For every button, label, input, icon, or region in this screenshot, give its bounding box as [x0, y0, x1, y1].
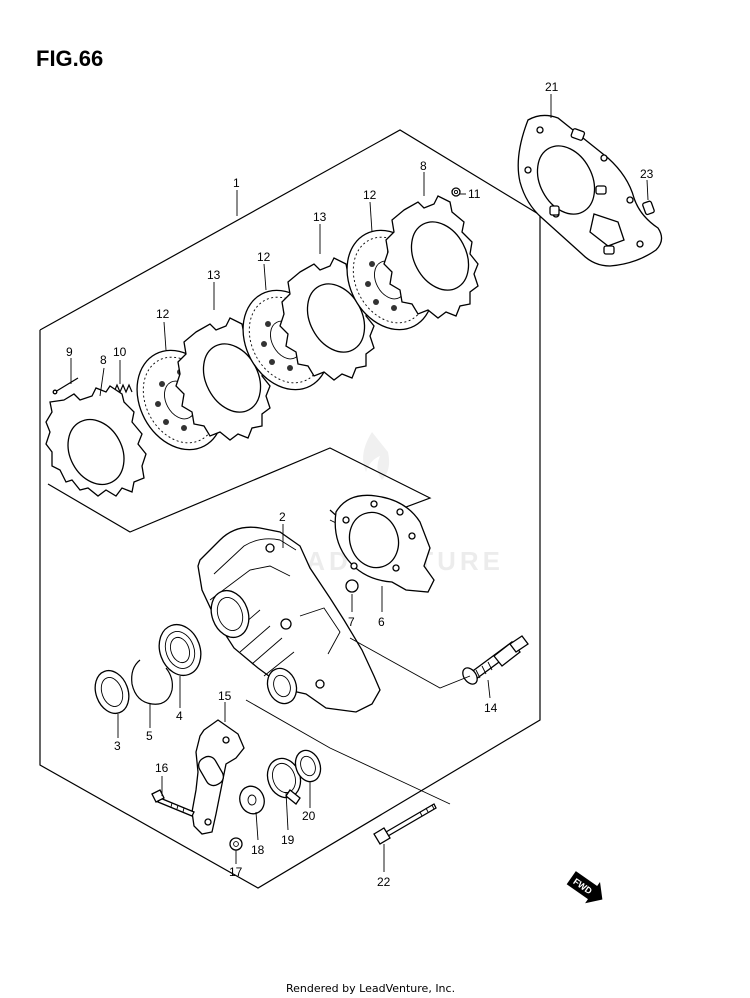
part-6-cover-plate	[334, 494, 435, 593]
callout-8-upper: 8	[420, 159, 427, 173]
callout-4: 4	[176, 709, 183, 723]
part-21-gasket	[517, 114, 663, 267]
callout-13-left: 13	[207, 268, 221, 282]
callout-8-lower: 8	[100, 353, 107, 367]
part-8-plate-upper	[383, 195, 479, 319]
seal-bracket-line	[245, 699, 451, 805]
callout-12-right: 12	[363, 188, 377, 202]
part-17-nut	[229, 837, 243, 851]
callout-22: 22	[377, 875, 391, 889]
assembly-outline	[39, 129, 541, 889]
callout-1: 1	[233, 176, 240, 190]
fwd-arrow-icon: FWD	[566, 871, 603, 904]
part-11-nut	[451, 187, 461, 197]
part-22-bolt	[373, 803, 437, 845]
figure-title: FIG.66	[36, 46, 103, 71]
part-3-oil-seal	[94, 669, 130, 715]
callout-19: 19	[281, 833, 295, 847]
shaft-bracket-line	[349, 637, 471, 689]
part-18-washer	[239, 785, 265, 815]
callout-5: 5	[146, 729, 153, 743]
part-20-seal-ring	[294, 749, 322, 783]
part-5-circlip	[131, 659, 173, 705]
callout-15: 15	[218, 689, 232, 703]
callout-23: 23	[640, 167, 654, 181]
callout-12-middle: 12	[257, 250, 271, 264]
part-23-dowel-pin	[642, 200, 655, 216]
callout-16: 16	[155, 761, 169, 775]
part-16-bolt	[151, 789, 195, 817]
callout-3: 3	[114, 739, 121, 753]
callout-10: 10	[113, 345, 127, 359]
part-14-shaft	[462, 635, 529, 685]
part-2-housing	[197, 526, 381, 713]
part-4-bearing	[158, 623, 202, 677]
callout-12-left: 12	[156, 307, 170, 321]
callout-13-right: 13	[313, 210, 327, 224]
callout-labels: 1 2 3 4 5 6 7 8 8 9 10 11 12 12 12 13 13…	[66, 80, 654, 889]
callout-14: 14	[484, 701, 498, 715]
callout-7: 7	[348, 615, 355, 629]
callout-18: 18	[251, 843, 265, 857]
footer-credit: Rendered by LeadVenture, Inc.	[286, 982, 455, 995]
part-8-plate-lower	[45, 385, 147, 497]
part-9-pin	[52, 377, 79, 395]
leader-lines	[70, 94, 649, 872]
callout-17: 17	[229, 865, 243, 879]
callout-20: 20	[302, 809, 316, 823]
callout-2: 2	[279, 510, 286, 524]
callout-11: 11	[468, 187, 481, 201]
part-10-spring	[113, 383, 133, 394]
callout-21: 21	[545, 80, 559, 94]
callout-6: 6	[378, 615, 385, 629]
callout-9: 9	[66, 345, 73, 359]
part-7-ball	[345, 579, 359, 593]
part-15-lever	[191, 719, 245, 835]
